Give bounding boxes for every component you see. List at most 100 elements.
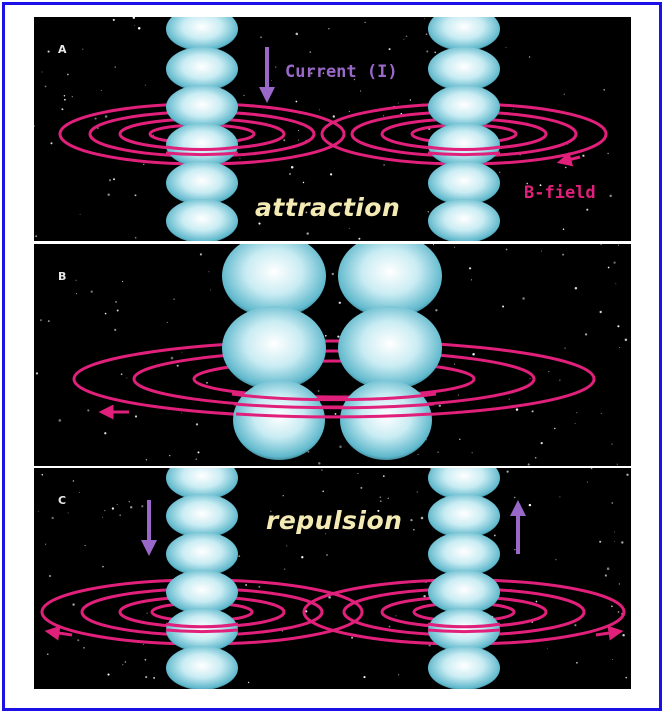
- star: [271, 80, 272, 81]
- star: [130, 506, 133, 509]
- star: [548, 370, 550, 373]
- star: [286, 545, 288, 547]
- star: [82, 48, 84, 50]
- star: [318, 109, 320, 111]
- star: [134, 237, 137, 239]
- panel-b-drawing: [35, 244, 628, 466]
- star: [505, 248, 508, 251]
- star: [576, 661, 578, 664]
- star: [471, 452, 473, 454]
- star: [348, 110, 350, 112]
- star: [238, 555, 241, 558]
- star: [90, 290, 93, 293]
- star: [522, 297, 525, 300]
- star: [108, 179, 112, 182]
- star: [559, 496, 561, 498]
- star: [619, 347, 621, 348]
- star: [574, 286, 578, 290]
- star: [111, 507, 115, 510]
- star: [559, 379, 561, 381]
- star: [134, 415, 138, 418]
- star: [454, 363, 456, 365]
- field-arrow-right: [556, 151, 581, 167]
- star: [35, 372, 39, 375]
- star: [134, 24, 136, 26]
- star: [338, 301, 341, 304]
- star: [506, 470, 509, 473]
- star: [614, 531, 615, 533]
- star: [337, 335, 340, 338]
- star: [63, 95, 66, 97]
- star: [616, 463, 618, 465]
- star: [290, 165, 294, 169]
- panel-label: C: [58, 494, 67, 507]
- star: [379, 500, 382, 503]
- star: [328, 596, 331, 599]
- star: [360, 486, 363, 489]
- star: [349, 526, 351, 529]
- star: [245, 584, 248, 586]
- star: [379, 496, 382, 499]
- star: [416, 491, 418, 493]
- star: [397, 102, 399, 104]
- star: [565, 166, 567, 169]
- star: [586, 208, 589, 211]
- star: [611, 443, 613, 445]
- star: [360, 90, 362, 92]
- star: [243, 94, 245, 96]
- star: [607, 266, 610, 269]
- star: [206, 381, 208, 384]
- star-field: [37, 468, 629, 684]
- star: [258, 585, 261, 588]
- field-arrow-left: [44, 625, 73, 641]
- star: [514, 496, 516, 499]
- star: [44, 85, 47, 88]
- star: [112, 18, 115, 21]
- star: [307, 450, 310, 453]
- star: [67, 73, 69, 76]
- star: [122, 664, 124, 666]
- star: [67, 512, 69, 514]
- filament-left: [166, 17, 238, 241]
- star: [102, 516, 104, 518]
- star: [423, 594, 426, 598]
- star: [388, 48, 391, 51]
- star: [247, 681, 250, 684]
- star: [41, 473, 44, 476]
- star: [47, 320, 50, 323]
- star: [437, 451, 439, 453]
- star: [528, 503, 532, 507]
- star: [298, 129, 300, 131]
- star: [527, 463, 530, 466]
- star: [143, 643, 145, 645]
- star: [239, 157, 241, 159]
- star: [377, 509, 380, 512]
- star: [326, 554, 328, 556]
- star: [613, 541, 615, 543]
- filament-right: [428, 468, 500, 689]
- star: [531, 410, 534, 413]
- star: [145, 459, 148, 461]
- star: [170, 356, 174, 360]
- star: [529, 378, 531, 380]
- star: [116, 309, 119, 312]
- star: [339, 445, 342, 448]
- star: [400, 112, 403, 115]
- star: [97, 127, 99, 129]
- star: [306, 232, 309, 235]
- star: [47, 653, 49, 655]
- star: [586, 481, 588, 483]
- star: [166, 321, 168, 323]
- star: [413, 528, 415, 531]
- star: [283, 139, 286, 142]
- star: [348, 227, 350, 229]
- panel-a: A Current (I) B-field attraction: [34, 17, 631, 241]
- star: [141, 505, 144, 508]
- star: [100, 90, 102, 91]
- star: [87, 409, 90, 412]
- star: [600, 412, 602, 414]
- star: [301, 556, 304, 559]
- star: [606, 567, 610, 570]
- star: [325, 533, 327, 535]
- star: [51, 516, 54, 520]
